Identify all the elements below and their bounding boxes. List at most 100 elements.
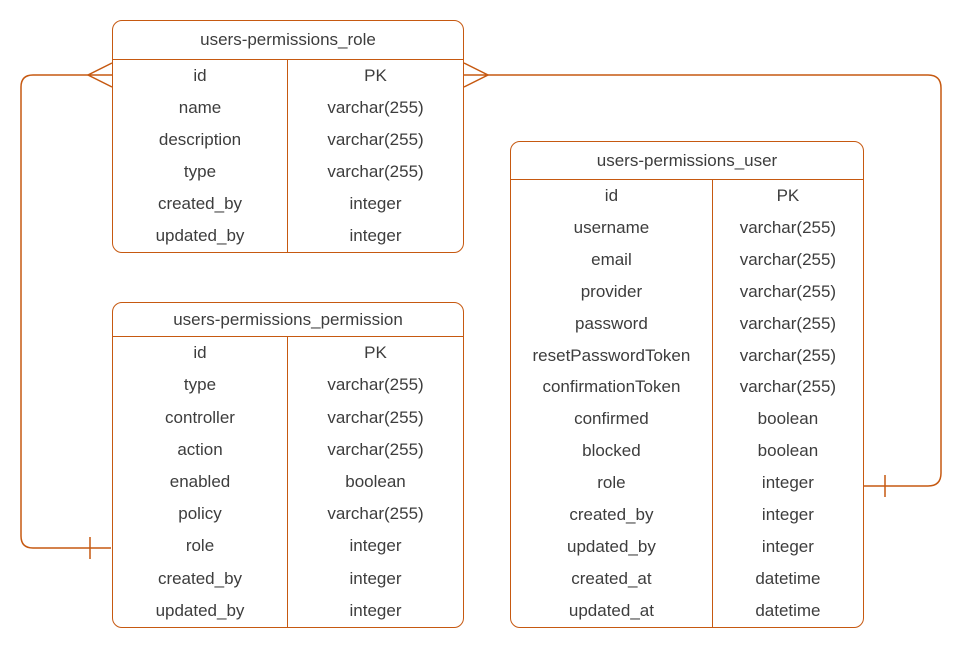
table-row: id PK xyxy=(511,180,863,212)
field-name: updated_by xyxy=(113,220,288,252)
table-row: created_by integer xyxy=(113,188,463,220)
field-name: created_at xyxy=(511,563,713,595)
table-row: created_by integer xyxy=(113,562,463,595)
table-row: description varchar(255) xyxy=(113,124,463,156)
connector-role-permission xyxy=(20,74,111,549)
table-row: username varchar(255) xyxy=(511,211,863,244)
table-row: blocked boolean xyxy=(511,435,863,468)
field-name: confirmationToken xyxy=(511,371,713,404)
entity-fields: id PK name varchar(255) description varchar(2… xyxy=(113,60,463,252)
field-type: integer xyxy=(761,473,814,493)
entity-fields: id PK username varchar(255) email varchar(255… xyxy=(511,180,863,627)
field-name: created_by xyxy=(113,562,288,595)
field-name: id xyxy=(113,60,288,92)
field-name: provider xyxy=(511,275,713,308)
table-row: updated_by integer xyxy=(511,531,863,564)
field-name: created_by xyxy=(113,188,288,220)
entity-users-permissions-permission: users-permissions_permission id PK type var… xyxy=(112,302,464,628)
field-type: boolean xyxy=(757,441,819,461)
field-type: integer xyxy=(349,226,402,245)
table-row: id PK xyxy=(113,337,463,370)
field-type: integer xyxy=(349,536,402,556)
field-name: updated_by xyxy=(113,594,288,627)
field-type: boolean xyxy=(757,409,819,429)
table-row: action varchar(255) xyxy=(113,433,463,466)
field-name: policy xyxy=(113,498,288,531)
field-name: resetPasswordToken xyxy=(511,339,713,372)
field-type: varchar(255) xyxy=(327,98,424,117)
table-row: resetPasswordToken varchar(255) xyxy=(511,339,863,372)
entity-title: users-permissions_role xyxy=(113,21,463,60)
field-type: varchar(255) xyxy=(327,439,424,459)
field-type: PK xyxy=(364,343,387,363)
table-row: role integer xyxy=(511,467,863,500)
table-row: provider varchar(255) xyxy=(511,275,863,308)
field-type: integer xyxy=(349,194,402,213)
table-row: updated_by integer xyxy=(113,594,463,627)
table-row: type varchar(255) xyxy=(113,369,463,402)
field-type: varchar(255) xyxy=(327,375,424,395)
table-row: policy varchar(255) xyxy=(113,498,463,531)
table-row: password varchar(255) xyxy=(511,307,863,340)
table-row: name varchar(255) xyxy=(113,92,463,124)
field-type: integer xyxy=(349,568,402,588)
field-type: PK xyxy=(776,185,800,205)
entity-users-permissions-role: users-permissions_role id PK name varchar(2… xyxy=(112,20,464,253)
field-name: updated_at xyxy=(511,594,713,627)
field-name: type xyxy=(113,156,288,188)
field-name: email xyxy=(511,243,713,276)
crows-foot-many-icon xyxy=(463,62,490,88)
field-name: id xyxy=(511,180,713,212)
field-type: varchar(255) xyxy=(739,377,837,397)
field-name: password xyxy=(511,307,713,340)
table-row: role integer xyxy=(113,530,463,563)
field-name: type xyxy=(113,369,288,402)
table-row: type varchar(255) xyxy=(113,156,463,188)
field-type: integer xyxy=(349,600,402,620)
field-type: varchar(255) xyxy=(739,281,837,301)
entity-users-permissions-user: users-permissions_user id PK username varch… xyxy=(510,141,864,628)
field-name: updated_by xyxy=(511,531,713,564)
field-type: varchar(255) xyxy=(327,504,424,524)
field-type: varchar(255) xyxy=(739,313,837,333)
field-type: varchar(255) xyxy=(327,162,424,181)
field-type: boolean xyxy=(345,471,406,491)
field-name: enabled xyxy=(113,465,288,499)
table-row: updated_by integer xyxy=(113,220,463,252)
entity-title: users-permissions_permission xyxy=(113,303,463,337)
field-type: PK xyxy=(364,66,387,85)
table-row: confirmationToken varchar(255) xyxy=(511,371,863,404)
field-name: created_by xyxy=(511,499,713,532)
field-type: varchar(255) xyxy=(327,130,424,149)
field-name: confirmed xyxy=(511,403,713,436)
field-name: username xyxy=(511,211,713,244)
field-type: integer xyxy=(761,537,814,557)
table-row: created_by integer xyxy=(511,499,863,532)
field-name: role xyxy=(113,530,288,563)
field-type: varchar(255) xyxy=(739,345,837,365)
field-type: integer xyxy=(761,505,814,525)
field-name: description xyxy=(113,124,288,156)
field-name: name xyxy=(113,92,288,124)
field-type: varchar(255) xyxy=(327,407,424,427)
entity-title: users-permissions_user xyxy=(511,142,863,180)
table-row: confirmed boolean xyxy=(511,403,863,436)
table-row: updated_at datetime xyxy=(511,594,863,627)
field-name: id xyxy=(113,337,288,370)
field-type: varchar(255) xyxy=(739,249,837,269)
field-name: action xyxy=(113,433,288,466)
field-type: varchar(255) xyxy=(739,217,837,237)
field-type: datetime xyxy=(755,569,821,589)
field-name: blocked xyxy=(511,435,713,468)
table-row: created_at datetime xyxy=(511,563,863,595)
crows-foot-many-icon xyxy=(86,62,113,88)
table-row: enabled boolean xyxy=(113,465,463,499)
field-name: role xyxy=(511,467,713,500)
connector-role-user xyxy=(488,74,942,487)
field-type: datetime xyxy=(755,600,821,620)
table-row: email varchar(255) xyxy=(511,243,863,276)
